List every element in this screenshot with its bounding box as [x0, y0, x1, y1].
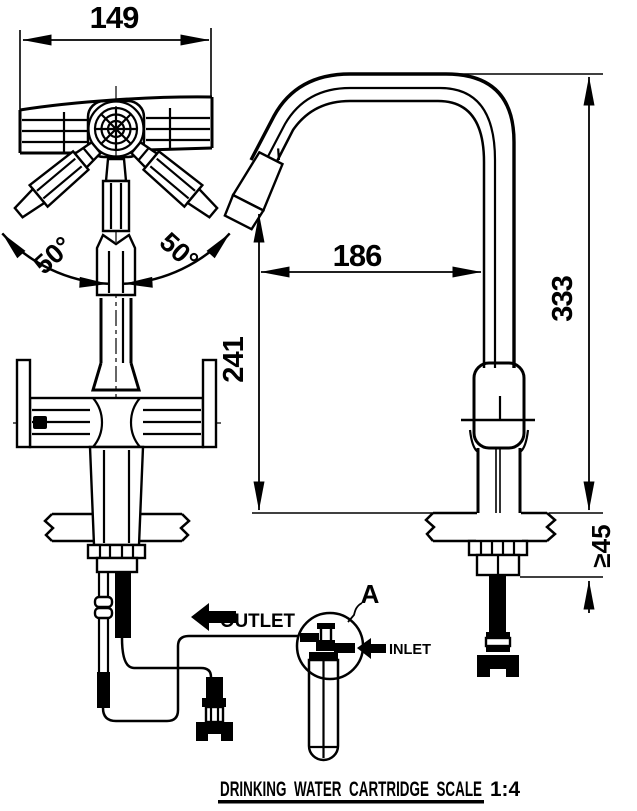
- cartridge-body: [307, 652, 340, 762]
- top-view-body: [18, 95, 214, 155]
- side-view: 186 241 333 ≥45: [218, 72, 616, 677]
- dim-45: ≥45: [586, 524, 616, 567]
- handle-center: [95, 157, 137, 297]
- detail-leader: [347, 602, 363, 623]
- outlet-hose: [101, 634, 298, 723]
- dimension-top-width: 149: [19, 0, 212, 111]
- dimension-total-height: 333: [460, 73, 603, 514]
- front-body-column: [88, 445, 145, 547]
- gooseneck-spout: [249, 72, 516, 368]
- front-handle-arms: [15, 358, 218, 449]
- drawing-scale: 1:4: [490, 778, 520, 801]
- dim-swing-left: 50°: [28, 230, 78, 280]
- dimension-deck-thickness: ≥45: [520, 524, 616, 613]
- side-mounting: [467, 539, 529, 577]
- inlet-arrow: [357, 638, 386, 659]
- front-spout-base: [90, 362, 142, 392]
- outlet-label: OUTLET: [220, 611, 295, 632]
- side-deck: [424, 511, 557, 543]
- cartridge-head: [300, 623, 355, 653]
- under-sink-hoses: [93, 572, 298, 723]
- cartridge-schematic: OUTLET A INLET: [191, 579, 431, 762]
- detail-label: A: [361, 579, 380, 609]
- handle-right: [129, 140, 219, 219]
- dim-186: 186: [333, 238, 382, 273]
- front-deck: [43, 512, 191, 543]
- title-underline: [218, 800, 484, 804]
- dimension-reach: 186: [260, 238, 482, 278]
- dim-333: 333: [547, 275, 579, 321]
- side-body: [461, 361, 535, 513]
- handle-left: [13, 140, 103, 219]
- front-view: [13, 298, 298, 741]
- drawing-title: DRINKING WATER CARTRIDGE SCALE: [220, 778, 482, 801]
- side-supply-hose: [477, 575, 519, 677]
- top-view-hub: [86, 99, 146, 159]
- dim-swing-right: 50°: [154, 226, 204, 276]
- title-block: DRINKING WATER CARTRIDGE SCALE 1:4: [218, 778, 520, 804]
- supply-hose: [120, 637, 213, 678]
- front-mounting: [86, 543, 147, 574]
- swing-arc-right: [123, 232, 231, 288]
- dim-241: 241: [218, 336, 250, 382]
- outlet-arrow: [191, 603, 236, 631]
- front-spout-tube: [99, 298, 133, 363]
- dim-149: 149: [90, 0, 139, 35]
- swing-arc-left: [1, 232, 109, 288]
- supply-connector: [196, 677, 233, 741]
- dimension-outlet-height: 241: [218, 213, 434, 514]
- inlet-label: INLET: [389, 641, 431, 658]
- handle-button: [33, 416, 47, 429]
